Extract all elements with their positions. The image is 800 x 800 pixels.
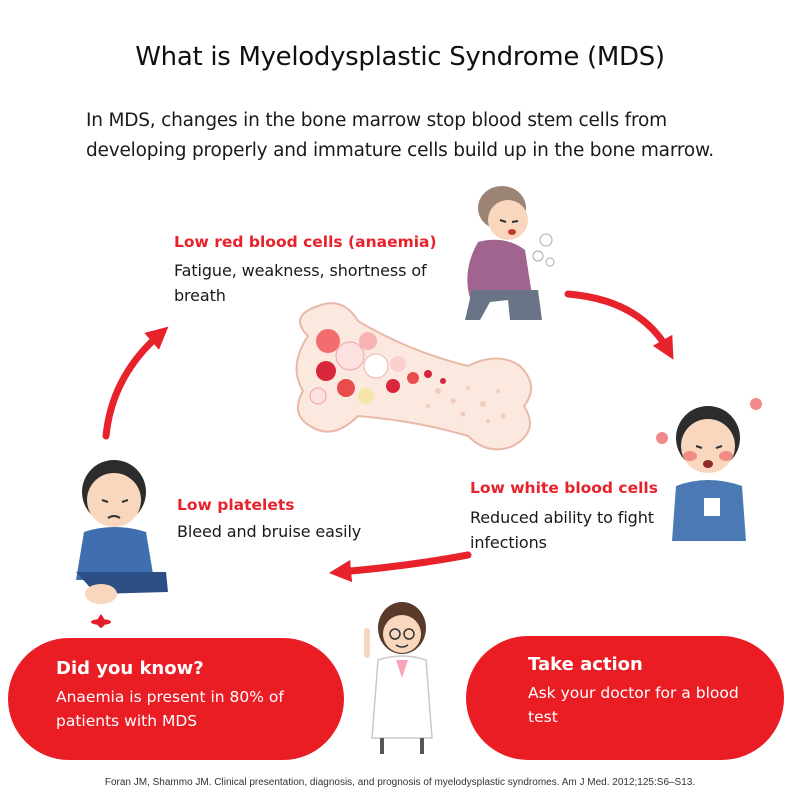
- red-cells-heading: Low red blood cells (anaemia): [174, 233, 437, 251]
- did-you-know-text: Anaemia is present in 80% of patients wi…: [56, 688, 284, 730]
- did-you-know-heading: Did you know?: [56, 658, 204, 679]
- take-action-callout: Take action Ask your doctor for a blood …: [466, 636, 784, 760]
- page-title: What is Myelodysplastic Syndrome (MDS): [135, 42, 665, 72]
- white-cells-heading: Low white blood cells: [470, 479, 658, 497]
- sick-boy-illustration: [656, 398, 762, 541]
- take-action-text: Ask your doctor for a blood test: [528, 684, 739, 726]
- intro-text: In MDS, changes in the bone marrow stop …: [86, 110, 714, 161]
- doctor-illustration: [364, 602, 433, 754]
- white-cells-description: Reduced ability to fight infections: [470, 508, 654, 552]
- take-action-heading: Take action: [528, 654, 643, 675]
- citation: Foran JM, Shammo JM. Clinical presentati…: [104, 777, 696, 788]
- bone-marrow-illustration: [295, 302, 532, 451]
- arrow-bottom: [328, 551, 472, 583]
- platelets-heading: Low platelets: [177, 496, 295, 514]
- tired-woman-illustration: [465, 186, 555, 320]
- arrow-left: [102, 326, 169, 440]
- arrow-top-right: [564, 290, 674, 360]
- bleeding-boy-illustration: [76, 460, 168, 628]
- platelets-description: Bleed and bruise easily: [177, 522, 362, 541]
- red-cells-description: Fatigue, weakness, shortness of breath: [174, 261, 427, 305]
- did-you-know-callout: Did you know? Anaemia is present in 80% …: [8, 638, 344, 760]
